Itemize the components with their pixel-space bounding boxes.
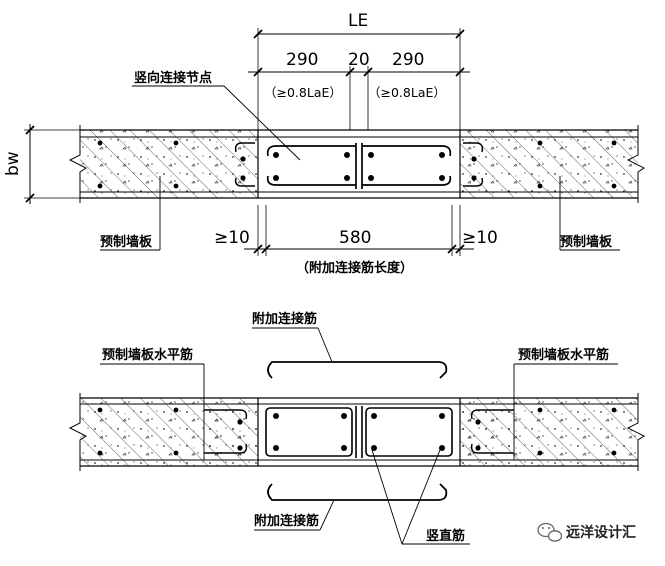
dim-290-left: 290 [286, 50, 318, 70]
joint-stirrup-left [265, 407, 353, 457]
break-line-left [68, 125, 87, 203]
vertical-joint-label: 竖向连接节点 [134, 70, 212, 86]
bottom-detail: 附加连接筋 附加连接筋 预制墙板水平筋 预制墙板水平筋 竖直筋 [68, 311, 645, 545]
extra-bar-bottom-label: 附加连接筋 [254, 513, 319, 529]
extra-bar-top-label: 附加连接筋 [252, 311, 317, 327]
precast-left-label: 预制墙板 [100, 234, 153, 250]
bottom-note: （附加连接筋长度） [296, 260, 413, 276]
watermark-text: 远洋设计汇 [566, 524, 636, 541]
horiz-bar-left-label: 预制墙板水平筋 [102, 347, 193, 363]
dim-20: 20 [348, 50, 370, 70]
top-detail: LE 290 20 290 （≥0.8LaE） （≥0.8LaE） bw ≥10… [3, 11, 645, 276]
wechat-icon [537, 522, 563, 542]
break-line-right [626, 125, 645, 203]
extra-bar-left-bottom [266, 175, 356, 186]
extra-bar-right-bottom [362, 175, 452, 186]
horiz-bar-right-label: 预制墙板水平筋 [518, 347, 609, 363]
gap-left: ≥10 [214, 228, 250, 248]
vertical-bars-top [97, 140, 617, 189]
extra-bar-below [267, 483, 448, 501]
thickness-label: bw [3, 151, 23, 176]
watermark: 远洋设计汇 [537, 522, 636, 542]
vertical-bar-label: 竖直筋 [426, 528, 465, 544]
precast-right-label: 预制墙板 [560, 234, 613, 250]
dim-290-right: 290 [392, 50, 424, 70]
joint-stirrup-right [365, 407, 453, 457]
le-label: LE [348, 11, 368, 31]
extra-bar-left-top [266, 145, 356, 157]
gap-right: ≥10 [462, 228, 498, 248]
extra-bar-above [267, 361, 448, 379]
sub-right: （≥0.8LaE） [368, 85, 446, 100]
bottom-len: 580 [339, 228, 371, 248]
sub-left: （≥0.8LaE） [264, 85, 342, 100]
extra-bar-right-top [362, 145, 452, 157]
